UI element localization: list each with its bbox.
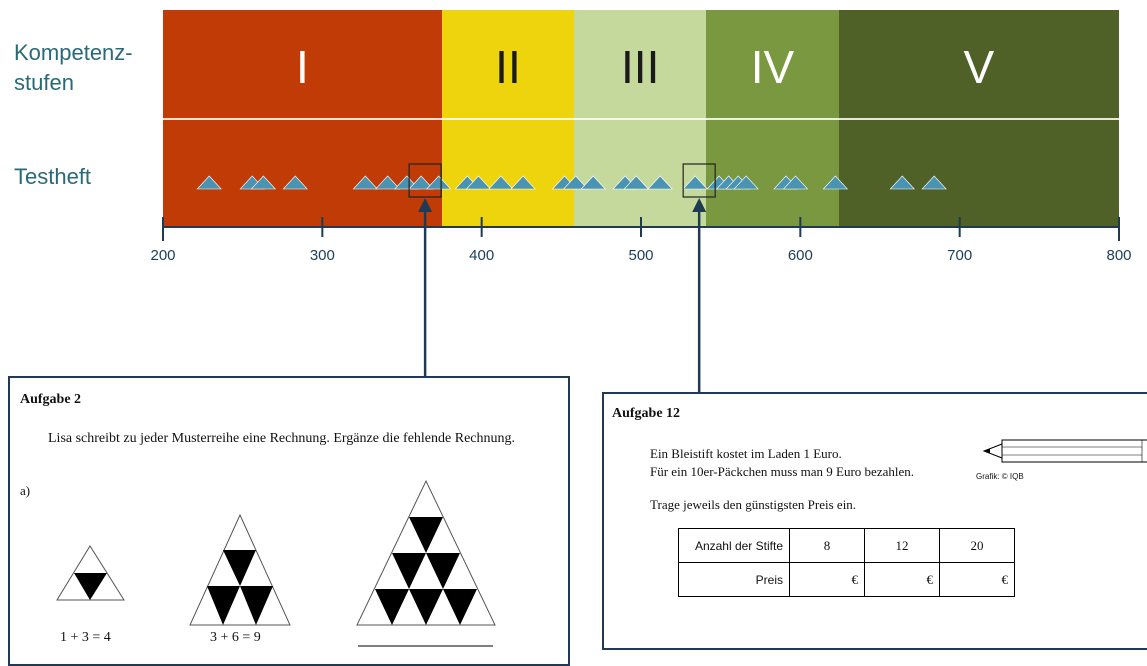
competence-level-numeral: III <box>621 41 660 93</box>
test-booklet-label: Testheft <box>14 164 92 189</box>
pattern-medium-triangle <box>189 513 291 626</box>
task-line-2: Für ein 10er-Päckchen muss man 9 Euro be… <box>650 464 914 479</box>
axis-tick-label: 700 <box>947 247 973 264</box>
task-title: Aufgabe 2 <box>20 392 82 407</box>
task-prompt: Trage jeweils den günstigsten Preis ein. <box>650 497 857 512</box>
competence-level-numeral: IV <box>750 41 795 93</box>
price-input-cell[interactable]: € <box>864 562 940 597</box>
table-row: Anzahl der Stifte 8 12 20 <box>678 528 1015 563</box>
table-cell: 20 <box>939 528 1015 563</box>
table-row: Preis € € € <box>678 562 1015 597</box>
axis-tick-label: 800 <box>1106 247 1132 264</box>
task-card-aufgabe-12: Aufgabe 12 Ein Bleistift kostet im Laden… <box>602 392 1147 650</box>
competence-level-numeral: I <box>296 41 309 93</box>
task-part-label: a) <box>20 483 31 498</box>
triangle-patterns <box>56 479 496 647</box>
axis-tick-label: 200 <box>150 247 176 264</box>
task-instruction: Lisa schreibt zu jeder Musterreihe eine … <box>48 431 516 446</box>
equation-1: 1 + 3 = 4 <box>60 630 111 645</box>
pencil-icon <box>982 439 1147 463</box>
competence-level-numeral: II <box>495 41 521 93</box>
axis-tick-label: 400 <box>469 247 495 264</box>
price-table: Anzahl der Stifte 8 12 20 Preis € € € <box>678 528 1015 597</box>
table-row-label: Anzahl der Stifte <box>678 528 790 563</box>
competence-levels-label-line2: stufen <box>14 70 74 95</box>
table-cell: 12 <box>864 528 940 563</box>
pattern-large-triangle <box>356 479 496 626</box>
price-input-cell[interactable]: € <box>939 562 1015 597</box>
band-divider <box>163 118 1119 120</box>
task-line-1: Ein Bleistift kostet im Laden 1 Euro. <box>650 446 842 461</box>
graphic-credit: Grafik: © IQB <box>976 472 1024 481</box>
table-cell: 8 <box>789 528 865 563</box>
competence-levels-label: Kompetenz- stufen <box>14 38 133 98</box>
axis-tick-label: 600 <box>787 247 813 264</box>
axis-tick-label: 500 <box>628 247 654 264</box>
pattern-small-triangle <box>56 545 125 601</box>
task-card-aufgabe-2: Aufgabe 2 Lisa schreibt zu jeder Musterr… <box>8 376 570 666</box>
equation-2: 3 + 6 = 9 <box>210 630 261 645</box>
table-row-label: Preis <box>678 562 790 597</box>
competence-level-numeral: V <box>963 41 995 93</box>
task-title: Aufgabe 12 <box>612 406 681 421</box>
competence-levels-label-line1: Kompetenz- <box>14 40 133 65</box>
axis-tick-label: 300 <box>309 247 335 264</box>
price-input-cell[interactable]: € <box>789 562 865 597</box>
